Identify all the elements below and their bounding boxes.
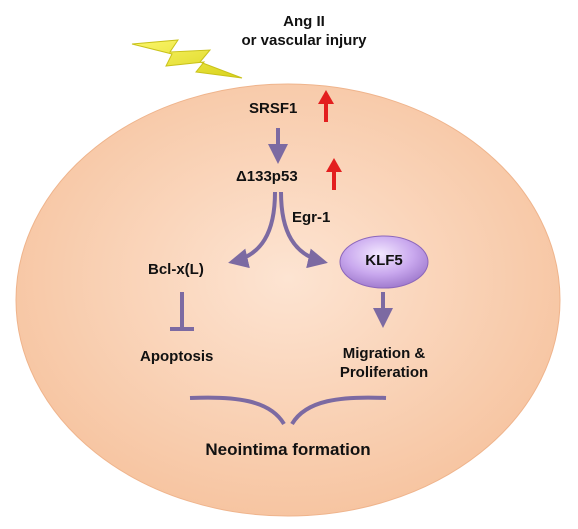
egr1-label: Egr-1 — [292, 209, 331, 226]
p53-isoform-text: 133p53 — [246, 168, 298, 185]
klf5-label: KLF5 — [365, 252, 403, 269]
p53-isoform-label: Δ133p53 — [236, 168, 298, 185]
stimulus-line1: Ang II — [283, 13, 325, 30]
convergence-brace — [189, 395, 286, 426]
delta-symbol: Δ — [236, 168, 247, 185]
up-arrow-icon-srsf1 — [318, 90, 334, 122]
klf5-node — [339, 235, 429, 289]
stimulus-label: Ang II or vascular injury — [241, 12, 366, 50]
outcome-label: Neointima formation — [205, 440, 371, 459]
convergence-brace-right — [290, 395, 387, 426]
arrow-p53-to-bclxl — [228, 191, 277, 269]
bclxl-label: Bcl-x(L) — [148, 261, 204, 278]
migration-proliferation-label: Migration & Proliferation — [340, 344, 428, 382]
stimulus-line2: or vascular injury — [241, 32, 367, 49]
srsf1-label: SRSF1 — [249, 100, 298, 117]
migration-line2: Proliferation — [339, 364, 429, 381]
cell-body — [15, 83, 561, 517]
apoptosis-label: Apoptosis — [140, 348, 214, 365]
arrow-p53-to-klf5 — [279, 191, 328, 269]
lightning-icon — [131, 39, 243, 79]
up-arrow-icon-p53 — [326, 158, 342, 190]
inhibition-bclxl-apoptosis — [170, 292, 194, 331]
migration-line1: Migration & — [342, 345, 426, 362]
